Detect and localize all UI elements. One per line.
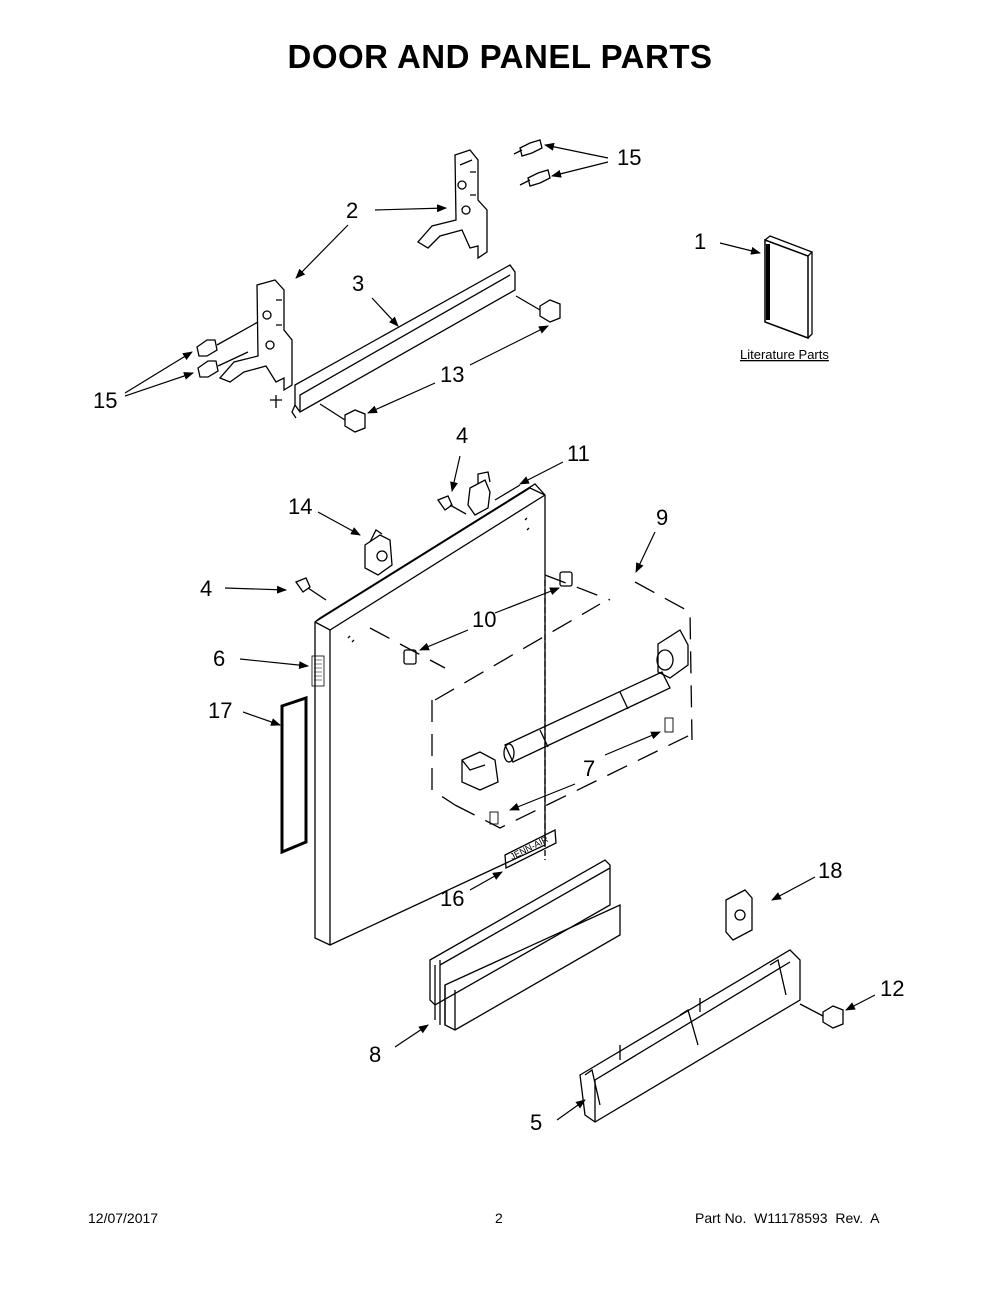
badge-text: JENN-AIR xyxy=(508,834,550,862)
screw-15-left-2 xyxy=(197,351,249,378)
handle-bar xyxy=(461,629,689,825)
screw-13-right xyxy=(515,295,561,323)
literature-book xyxy=(764,235,814,340)
callout-9: 9 xyxy=(656,505,668,530)
page-title: DOOR AND PANEL PARTS xyxy=(287,38,713,75)
footer-date: 12/07/2017 xyxy=(88,1210,159,1226)
handle-assembly-group xyxy=(369,574,693,829)
callout-12: 12 xyxy=(880,976,904,1001)
screw-4-top xyxy=(436,495,467,515)
hinge xyxy=(364,529,393,576)
door-panel xyxy=(311,483,546,946)
callout-5: 5 xyxy=(530,1110,542,1135)
screw-15-top-1 xyxy=(513,139,543,157)
callout-4-left: 4 xyxy=(200,576,212,601)
clip xyxy=(725,889,753,941)
callout-16: 16 xyxy=(440,886,464,911)
callout-17: 17 xyxy=(208,698,232,723)
footer-page-number: 2 xyxy=(495,1210,503,1226)
screw-10-right xyxy=(559,571,573,587)
screw-4-left xyxy=(294,577,327,601)
callout-7: 7 xyxy=(583,756,595,781)
callout-6: 6 xyxy=(213,646,225,671)
footer-part-number: Part No. W11178593 Rev. A xyxy=(695,1210,880,1226)
callout-2: 2 xyxy=(346,198,358,223)
screw-10-left xyxy=(403,649,417,665)
right-mounting-bracket xyxy=(416,149,488,260)
callout-11: 11 xyxy=(567,441,590,466)
left-mounting-bracket xyxy=(218,279,293,408)
latch xyxy=(467,471,521,516)
screw-12 xyxy=(799,1003,844,1029)
callout-18: 18 xyxy=(818,858,842,883)
callout-4-top: 4 xyxy=(456,423,468,448)
callout-13: 13 xyxy=(440,362,464,387)
screw-13-left xyxy=(319,403,366,433)
callout-8: 8 xyxy=(369,1042,381,1067)
callout-15-top: 15 xyxy=(617,145,641,170)
literature-parts-label: Literature Parts xyxy=(740,347,829,362)
callout-14: 14 xyxy=(288,494,312,519)
lower-bracket xyxy=(579,949,801,1123)
brand-badge xyxy=(504,828,557,870)
leader-arrows xyxy=(124,142,876,1121)
screw-15-top-2 xyxy=(519,169,551,187)
callout-10: 10 xyxy=(472,607,496,632)
door-gasket xyxy=(280,695,308,855)
callout-3: 3 xyxy=(352,271,364,296)
top-rail xyxy=(291,264,516,419)
callout-1: 1 xyxy=(694,229,706,254)
callout-15-left: 15 xyxy=(93,388,117,413)
toe-panel xyxy=(429,859,621,1031)
screw-15-left-1 xyxy=(196,321,259,357)
